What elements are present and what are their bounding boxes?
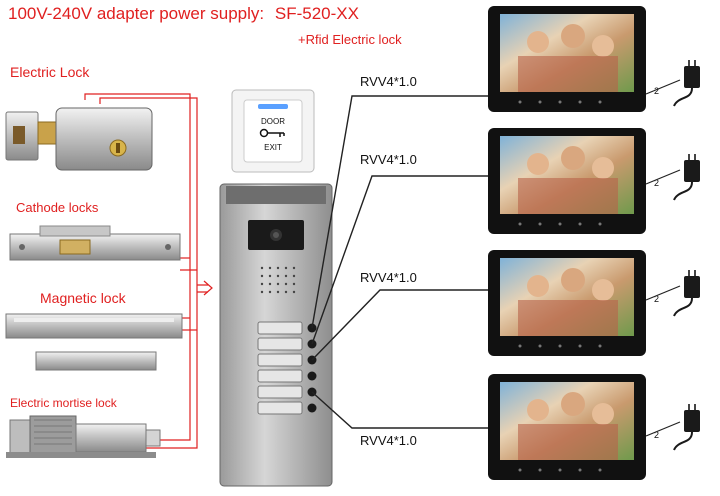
lock-label-electric: Electric Lock [10, 64, 90, 80]
adapter-cable-label-1: 2 [654, 86, 660, 96]
magnetic-lock-icon [5, 313, 183, 371]
indoor-monitor-icon [488, 6, 646, 112]
mortise-lock-icon [6, 415, 161, 458]
electric-lock-icon [5, 107, 153, 171]
cable-label-1: RVV4*1.0 [360, 74, 417, 89]
power-adapter-icon [673, 269, 701, 317]
cable-label-2: RVV4*1.0 [360, 152, 417, 167]
cable-label-3: RVV4*1.0 [360, 270, 417, 285]
power-adapter-icon [673, 153, 701, 201]
indoor-monitor-icon [488, 250, 646, 356]
lock-wiring [84, 93, 213, 449]
exit-button-door-text: DOOR [261, 117, 285, 126]
lock-label-mortise: Electric mortise lock [10, 396, 117, 410]
door-exit-button-icon: DOOR EXIT [231, 89, 315, 173]
header-subtitle: +Rfid Electric lock [298, 32, 402, 47]
exit-button-exit-text: EXIT [264, 143, 282, 152]
indoor-monitor-icon [488, 374, 646, 480]
lock-label-magnetic: Magnetic lock [40, 290, 126, 306]
cathode-lock-icon [9, 225, 181, 261]
call-buttons [257, 321, 303, 415]
power-adapter-icon [673, 403, 701, 451]
header-model: SF-520-XX [274, 4, 359, 23]
door-panel-icon [219, 183, 333, 487]
lock-label-cathode: Cathode locks [16, 200, 99, 215]
power-adapter-icon [673, 59, 701, 107]
adapter-cable-label-3: 2 [654, 294, 660, 304]
header-title: 100V-240V adapter power supply: [8, 4, 265, 23]
monitor-wiring [311, 95, 488, 429]
cable-label-4: RVV4*1.0 [360, 433, 417, 448]
indoor-monitor-icon [488, 128, 646, 234]
adapter-cable-label-2: 2 [654, 178, 660, 188]
adapter-wiring [645, 79, 681, 437]
adapter-cable-label-4: 2 [654, 430, 660, 440]
